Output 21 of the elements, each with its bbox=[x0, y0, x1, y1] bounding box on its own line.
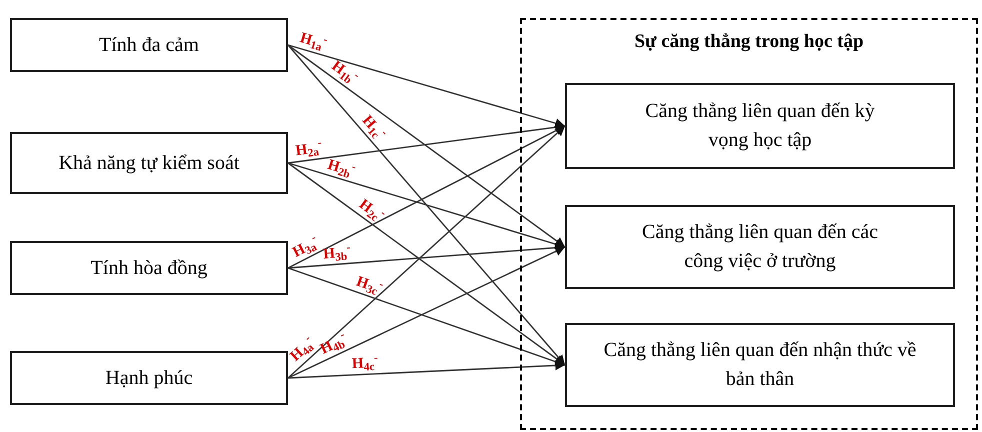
arrow bbox=[288, 122, 566, 164]
arrow bbox=[288, 44, 566, 128]
arrow bbox=[287, 44, 566, 366]
concept-box: Tính hòa đồng bbox=[10, 241, 288, 295]
concept-box: Căng thẳng liên quan đến nhận thức về bản thân bbox=[565, 323, 955, 407]
arrow bbox=[288, 44, 566, 248]
concept-box: Hạnh phúc bbox=[10, 351, 288, 405]
arrow bbox=[288, 162, 566, 366]
concept-box: Khả năng tự kiểm soát bbox=[10, 132, 288, 194]
dashed-group-frame bbox=[520, 18, 978, 430]
arrow bbox=[288, 162, 566, 249]
arrow bbox=[288, 360, 566, 379]
arrow bbox=[288, 125, 566, 379]
arrow bbox=[288, 125, 566, 269]
arrow bbox=[288, 267, 566, 366]
arrow bbox=[288, 242, 566, 269]
concept-box: Căng thẳng liên quan đến các công việc ở trường bbox=[565, 205, 955, 289]
concept-box: Tính đa cảm bbox=[10, 18, 288, 72]
group-heading: Sự căng thẳng trong học tập bbox=[633, 30, 865, 54]
arrow bbox=[288, 246, 566, 379]
concept-box: Căng thẳng liên quan đến kỳ vọng học tập bbox=[565, 83, 955, 169]
